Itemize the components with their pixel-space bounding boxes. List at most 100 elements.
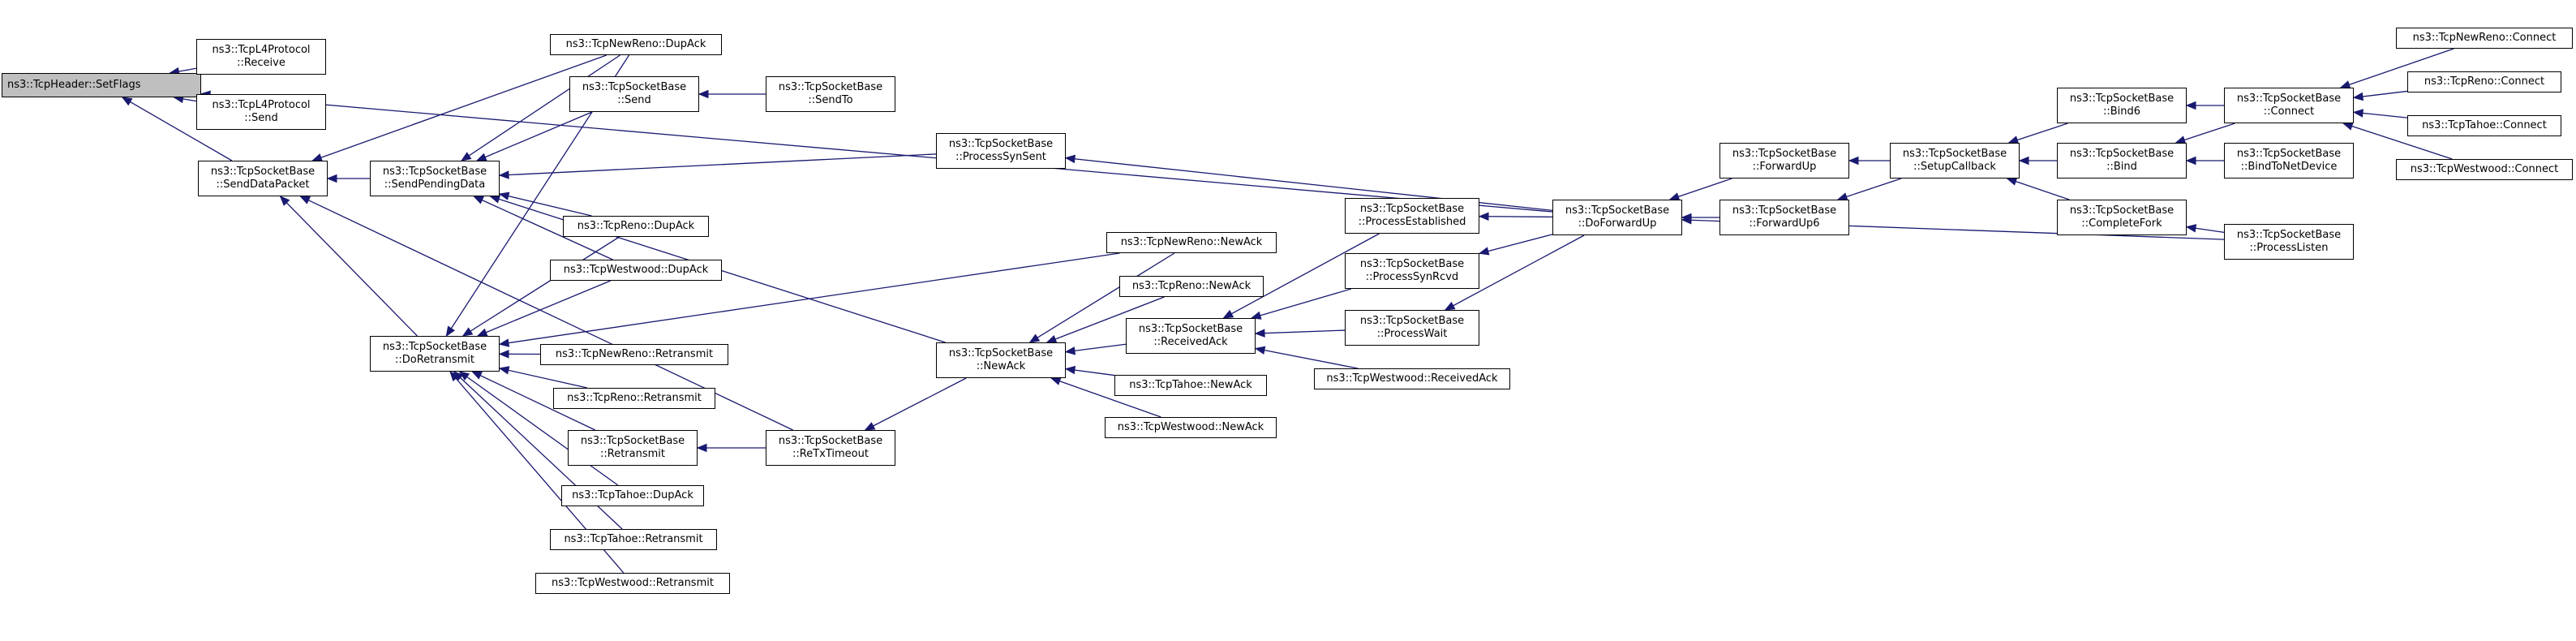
node-l4receive[interactable]: ns3::TcpL4Protocol ::Receive (196, 39, 326, 75)
node-senddata[interactable]: ns3::TcpSocketBase ::SendDataPacket (198, 161, 328, 196)
node-westnewack[interactable]: ns3::TcpWestwood::NewAck (1105, 417, 1277, 438)
arrowhead-sendpending (460, 152, 472, 161)
node-tahoeconnect[interactable]: ns3::TcpTahoe::Connect (2407, 115, 2561, 136)
node-label: ::NewAck (976, 360, 1026, 372)
arrowhead-newack (1064, 365, 1076, 375)
node-l4send[interactable]: ns3::TcpL4Protocol ::Send (196, 94, 326, 130)
edge-receivedack-to-newack (1065, 343, 1127, 353)
node-tahoenewack[interactable]: ns3::TcpTahoe::NewAck (1114, 375, 1267, 396)
node-newack[interactable]: ns3::TcpSocketBase ::NewAck (936, 342, 1066, 378)
node-westretx[interactable]: ns3::TcpWestwood::Retransmit (535, 573, 730, 594)
node-doretransmit[interactable]: ns3::TcpSocketBase ::DoRetransmit (370, 336, 500, 372)
node-westrecvack[interactable]: ns3::TcpWestwood::ReceivedAck (1314, 368, 1510, 389)
edge-newrenoconnect-to-connect (2340, 48, 2454, 88)
arrowhead-doretransmit (498, 350, 509, 359)
node-bind6[interactable]: ns3::TcpSocketBase ::Bind6 (2057, 88, 2187, 123)
node-retransmit[interactable]: ns3::TcpSocketBase ::Retransmit (568, 430, 698, 466)
edge-westdupack-to-sendpending (474, 196, 613, 260)
edge-processwait-to-receivedack (1255, 329, 1346, 334)
edge-forwardup-to-doforwardup (1669, 178, 1732, 200)
node-doforwardup[interactable]: ns3::TcpSocketBase ::DoForwardUp (1552, 200, 1682, 235)
node-label: ::ReTxTimeout (792, 448, 869, 460)
node-setflags[interactable]: ns3::TcpHeader::SetFlags (2, 73, 201, 97)
node-newrenoretx[interactable]: ns3::TcpNewReno::Retransmit (540, 344, 728, 365)
arrowhead-completefork (2185, 224, 2197, 233)
node-connect[interactable]: ns3::TcpSocketBase ::Connect (2224, 88, 2354, 123)
arrowhead-doretransmit (445, 325, 455, 338)
node-label: ::ForwardUp (1752, 161, 1817, 173)
node-westdupack[interactable]: ns3::TcpWestwood::DupAck (550, 260, 722, 281)
arrowhead-connect (2352, 109, 2363, 118)
edge-processsynrcvd-to-receivedack (1251, 288, 1352, 319)
node-label: ns3::TcpSocketBase (1359, 315, 1465, 327)
node-newrenodupack[interactable]: ns3::TcpNewReno::DupAck (550, 34, 722, 55)
edge-retransmit-to-doretransmit (471, 371, 596, 431)
node-label: ns3::TcpTahoe::NewAck (1129, 379, 1252, 391)
arrowhead-processsynsent (1064, 154, 1075, 164)
edge-processsynsent-to-sendpending (499, 153, 937, 176)
arrowhead-newack (1064, 346, 1076, 355)
edge-renonewack-to-newack (1046, 296, 1165, 343)
node-label: ::Send (617, 94, 651, 106)
arrowhead-processest (1478, 212, 1489, 221)
arrowhead-setupcallback (2018, 156, 2029, 166)
node-processlisten[interactable]: ns3::TcpSocketBase ::ProcessListen (2224, 224, 2354, 260)
arrowhead-receivedack (1250, 311, 1262, 320)
node-label: ::ProcessListen (2249, 242, 2329, 254)
edge-westconnect-to-connect (2342, 123, 2453, 160)
node-retxtimeout[interactable]: ns3::TcpSocketBase ::ReTxTimeout (766, 430, 895, 466)
node-label: ns3::TcpSocketBase (580, 435, 685, 447)
node-renoconnect[interactable]: ns3::TcpReno::Connect (2407, 71, 2561, 92)
edge-tahoedupack-to-doretransmit (459, 371, 619, 486)
node-label: ns3::TcpNewReno::Connect (2412, 32, 2557, 44)
node-newrenonewack[interactable]: ns3::TcpNewReno::NewAck (1106, 232, 1277, 253)
edge-newrenodupack-to-senddata (312, 54, 607, 161)
edge-connect-to-bind (2175, 123, 2235, 144)
node-completefork[interactable]: ns3::TcpSocketBase ::CompleteFork (2057, 200, 2187, 235)
node-processsynsent[interactable]: ns3::TcpSocketBase ::ProcessSynSent (936, 133, 1066, 169)
node-receivedack[interactable]: ns3::TcpSocketBase ::ReceivedAck (1126, 318, 1256, 354)
node-newrenoconnect[interactable]: ns3::TcpNewReno::Connect (2396, 28, 2573, 49)
node-renodupack[interactable]: ns3::TcpReno::DupAck (563, 216, 709, 237)
node-tahoedupack[interactable]: ns3::TcpTahoe::DupAck (561, 485, 704, 506)
node-sendto[interactable]: ns3::TcpSocketBase ::SendTo (766, 76, 895, 112)
node-label: ::Bind6 (2102, 105, 2141, 118)
arrowhead-doretransmit (462, 327, 474, 337)
node-label: ns3::TcpReno::Connect (2424, 75, 2545, 88)
node-sendpending[interactable]: ns3::TcpSocketBase ::SendPendingData (370, 161, 500, 196)
node-setupcallback[interactable]: ns3::TcpSocketBase ::SetupCallback (1890, 143, 2020, 179)
arrowhead-doretransmit (498, 366, 510, 375)
node-tahoeretx[interactable]: ns3::TcpTahoe::Retransmit (550, 529, 717, 550)
node-label: ::ForwardUp6 (1749, 217, 1820, 230)
node-forwardup[interactable]: ns3::TcpSocketBase ::ForwardUp (1719, 143, 1849, 179)
node-forwardup6[interactable]: ns3::TcpSocketBase ::ForwardUp6 (1719, 200, 1849, 235)
node-label: ns3::TcpSocketBase (1565, 204, 1670, 217)
node-label: ns3::TcpNewReno::NewAck (1120, 236, 1263, 248)
node-processsynrcvd[interactable]: ns3::TcpSocketBase ::ProcessSynRcvd (1345, 253, 1479, 289)
arrowhead-sendpending (489, 195, 501, 204)
edge-westrecvack-to-receivedack (1255, 347, 1359, 369)
edge-doforwardup-to-processwait (1445, 234, 1585, 311)
node-bind[interactable]: ns3::TcpSocketBase ::Bind (2057, 143, 2187, 179)
node-renoretx[interactable]: ns3::TcpReno::Retransmit (553, 388, 715, 409)
node-label: ns3::TcpHeader::SetFlags (7, 79, 141, 91)
node-bindtonetdev[interactable]: ns3::TcpSocketBase ::BindToNetDevice (2224, 143, 2354, 179)
node-label: ns3::TcpSocketBase (778, 81, 883, 93)
arrowhead-receivedack (1254, 329, 1265, 338)
node-label: ns3::TcpSocketBase (948, 138, 1054, 150)
edge-retxtimeout-to-senddata (300, 196, 793, 431)
node-label: ns3::TcpNewReno::DupAck (565, 38, 706, 50)
node-renonewack[interactable]: ns3::TcpReno::NewAck (1119, 276, 1264, 297)
node-processest[interactable]: ns3::TcpSocketBase ::ProcessEstablished (1345, 198, 1479, 234)
node-label: ns3::TcpSocketBase (1902, 148, 2007, 160)
edge-newrenonewack-to-newack (1029, 252, 1175, 343)
arrowhead-retxtimeout (864, 422, 876, 431)
node-westconnect[interactable]: ns3::TcpWestwood::Connect (2396, 159, 2573, 180)
edge-renodupack-to-sendpending (499, 193, 592, 217)
node-processwait[interactable]: ns3::TcpSocketBase ::ProcessWait (1345, 310, 1479, 346)
arrowhead-senddata (279, 196, 290, 206)
node-send[interactable]: ns3::TcpSocketBase ::Send (569, 76, 699, 112)
arrowhead-processwait (1444, 301, 1456, 311)
edge-processest-to-receivedack (1223, 233, 1380, 319)
edge-bind6-to-setupcallback (2008, 123, 2068, 144)
